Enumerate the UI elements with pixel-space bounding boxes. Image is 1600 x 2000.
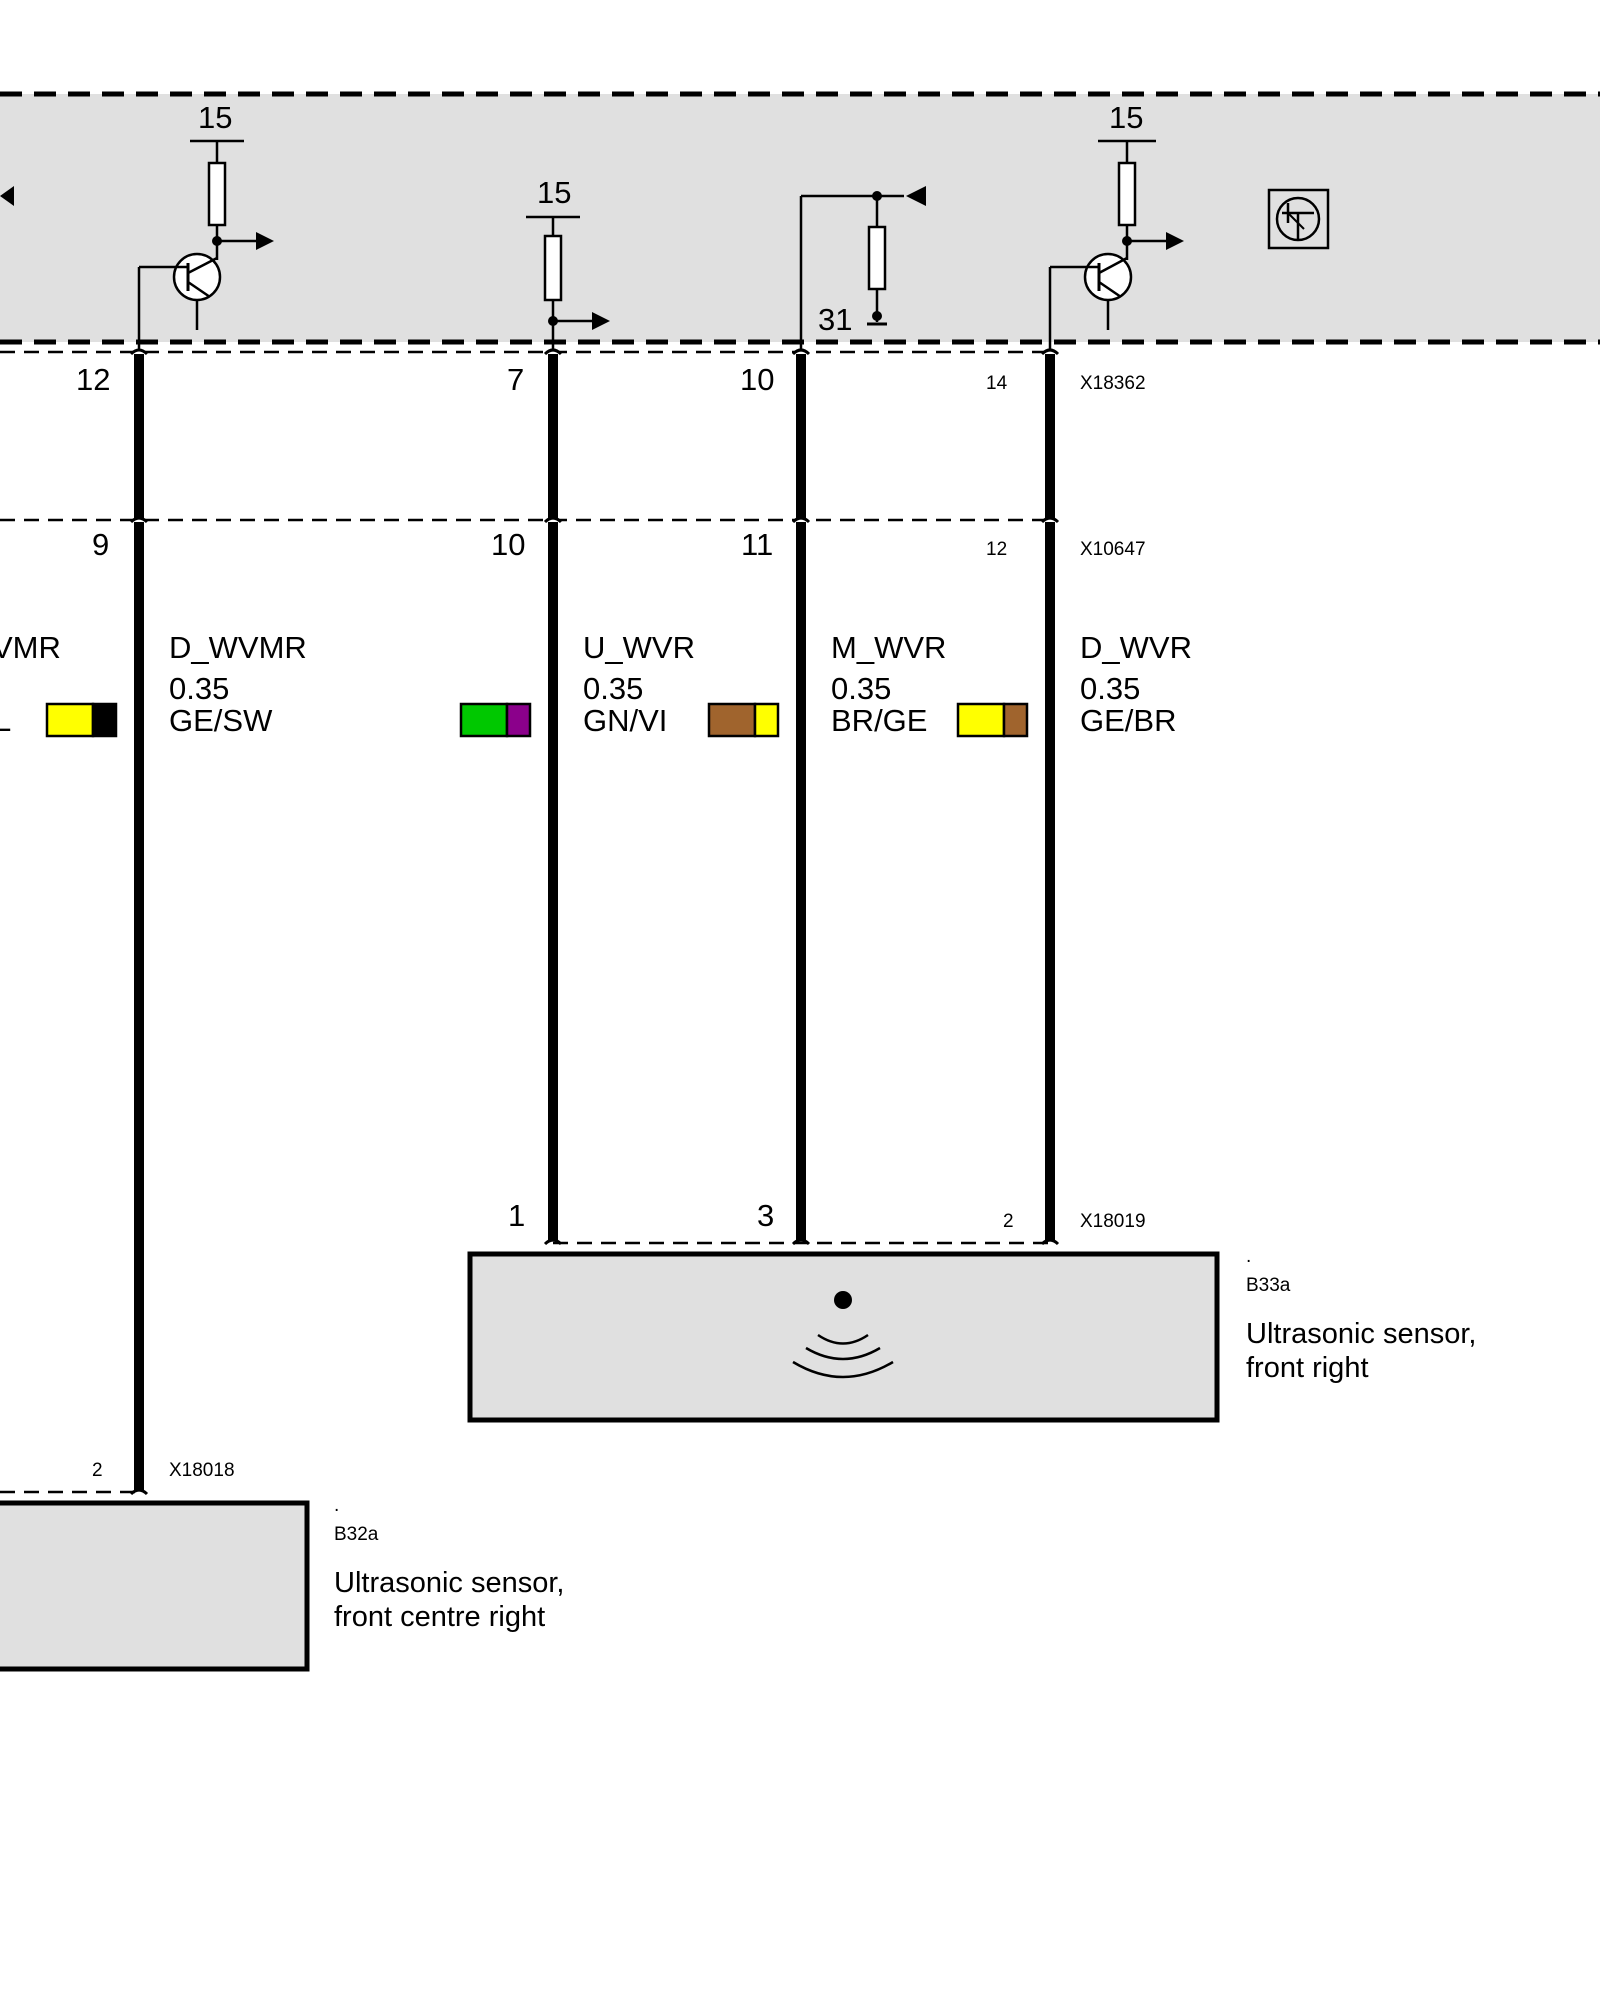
component-name: Ultrasonic sensor, [1246,1318,1477,1350]
signal-arrow-icon [0,186,14,206]
ultrasonic-sensor-icon [792,1291,894,1379]
pin-label: 12 [76,362,110,397]
ultrasonic-sensor-right[interactable] [467,1251,1220,1423]
wire-color-code: GE/BR [1080,703,1176,738]
connector-id: X18362 [1080,373,1146,394]
resistor-icon [207,161,227,227]
wire-label-d-wvmr: D_WVMR 0.35 GE/SW [45,630,307,738]
connector-id: X18019 [1080,1211,1146,1232]
transistor-circuit-right: 15 [1048,100,1184,350]
pin-label: 12 [986,539,1007,560]
ground-label: 31 [818,302,852,337]
component-code: B32a [334,1524,379,1545]
component-code: B33a [1246,1275,1291,1296]
pin-label: 14 [986,373,1008,394]
resistor-icon [867,225,887,291]
wire-gauge: 0.35 [831,671,891,706]
module-symbol-icon [1267,188,1330,250]
supply-label: 15 [537,175,571,210]
pin-label: 2 [92,1460,103,1481]
pin-label: 11 [741,527,773,562]
pin-label: 10 [740,362,774,397]
transistor-circuit-left: 15 [137,100,274,350]
wire-signal-fragment: VMR [0,630,61,665]
wire-signal: M_WVR [831,630,946,665]
pin-label: 2 [1003,1211,1014,1232]
wire-color-fragment: L [0,703,11,738]
wire-signal: D_WVMR [169,630,307,665]
wire-signal: U_WVR [583,630,695,665]
component-name: Ultrasonic sensor, [334,1567,565,1599]
connector-id: X10647 [1080,539,1146,560]
pin-label: 1 [508,1198,525,1233]
resistor-icon [543,234,563,302]
pin-label: 10 [491,527,525,562]
ground-circuit: 31 [799,186,926,350]
wire-gauge: 0.35 [1080,671,1140,706]
wire-color-code: GE/SW [169,703,273,738]
component-dot: . [1246,1246,1251,1267]
connector-id: X18018 [169,1460,235,1481]
supply-label: 15 [198,100,232,135]
wire-color-code: BR/GE [831,703,927,738]
wire-label-u-wvr: U_WVR 0.35 GN/VI [459,630,695,738]
resistor-circuit-mid: 15 [526,175,610,350]
wire-label-m-wvr: M_WVR 0.35 BR/GE [707,630,946,738]
wire-signal: D_WVR [1080,630,1192,665]
wire-gauge: 0.35 [169,671,229,706]
component-dot: . [334,1495,339,1516]
wire-label-d-wvr: D_WVR 0.35 GE/BR [956,630,1192,738]
component-name: front right [1246,1352,1369,1384]
wire-gauge: 0.35 [583,671,643,706]
supply-label: 15 [1109,100,1143,135]
component-name: front centre right [334,1601,545,1633]
wire-color-code: GN/VI [583,703,667,738]
ultrasonic-sensor-centre[interactable] [0,1500,310,1672]
pin-label: 7 [507,362,524,397]
pin-label: 9 [92,527,109,562]
resistor-icon [1117,161,1137,227]
pin-label: 3 [757,1198,774,1233]
